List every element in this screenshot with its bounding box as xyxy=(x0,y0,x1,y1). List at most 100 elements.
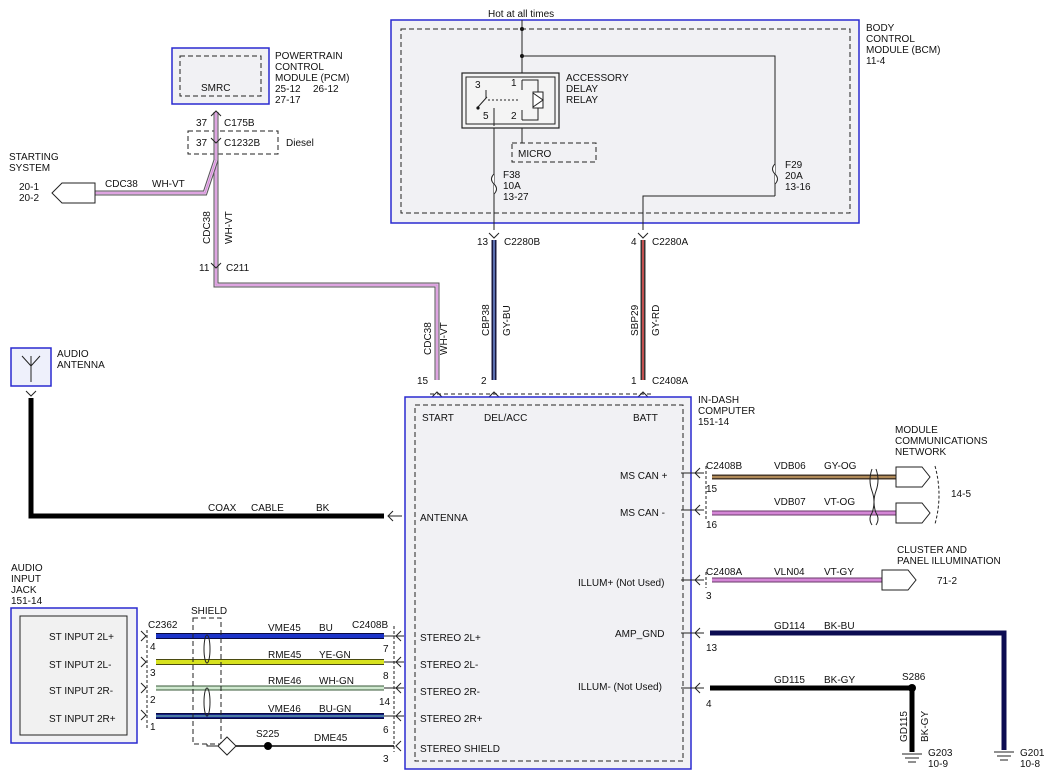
wire-sbp29: 4 C2280A SBP29 GY-RD xyxy=(630,232,688,380)
c211-pin: 11 xyxy=(199,263,210,274)
pcm-pin-37: 37 xyxy=(196,118,208,129)
g203-label: G203 xyxy=(928,748,953,759)
pcm-inner-label: SMRC xyxy=(201,83,230,94)
starting-ref-1: 20-1 xyxy=(19,182,39,193)
relay-title-3: RELAY xyxy=(566,95,598,106)
cdc38-horizontal-label: CDC38 xyxy=(105,179,138,190)
jack-title-1: AUDIO xyxy=(11,563,43,574)
stereo-pin-14: 14 xyxy=(379,697,391,708)
s225-label: S225 xyxy=(256,729,280,740)
f29-ref: 13-16 xyxy=(785,182,811,193)
fuse-f38 xyxy=(491,173,497,195)
coax-color-label: BK xyxy=(316,503,330,514)
sbp29-label: SBP29 xyxy=(630,304,641,336)
rme45-label: RME45 xyxy=(268,650,302,661)
relay-pin-5: 5 xyxy=(483,111,489,122)
c2408b-conn: C2408B xyxy=(706,461,742,472)
vdb07-label: VDB07 xyxy=(774,497,806,508)
c2362-conn: C2362 xyxy=(148,620,178,631)
pin-stereo-2lm: STEREO 2L- xyxy=(420,660,478,671)
audio-input-jack: AUDIO INPUT JACK 151-14 ST INPUT 2L+ ST … xyxy=(10,563,178,744)
bugn-label: BU-GN xyxy=(319,704,351,715)
gd115-vertical-label: GD115 xyxy=(899,711,910,742)
jack-row-2lp: ST INPUT 2L+ xyxy=(49,632,114,643)
pin-illum-minus: ILLUM- (Not Used) xyxy=(578,682,662,693)
hot-at-all-times-label: Hot at all times xyxy=(488,9,554,20)
ground-g201-icon xyxy=(994,751,1014,761)
vme46-label: VME46 xyxy=(268,704,301,715)
pin-start: START xyxy=(422,413,454,424)
starting-ref-2: 20-2 xyxy=(19,193,39,204)
bcm-ref: 11-4 xyxy=(866,56,886,67)
pin-batt: BATT xyxy=(633,413,658,424)
dme45-label: DME45 xyxy=(314,733,348,744)
relay-pin-2: 2 xyxy=(511,111,517,122)
start-pin-15: 15 xyxy=(417,376,429,387)
whvt-horizontal-label: WH-VT xyxy=(152,179,185,190)
s286-label: S286 xyxy=(902,672,926,683)
c2408b-stereo-conn: C2408B xyxy=(352,620,388,631)
jack-title-3: JACK xyxy=(11,585,37,596)
micro-label: MICRO xyxy=(518,149,552,160)
cluster-illumination: CLUSTER AND PANEL ILLUMINATION 71-2 C240… xyxy=(681,545,1001,602)
c2280b-pin: 13 xyxy=(477,237,489,248)
c2408a-top-conn: C2408A xyxy=(652,376,688,387)
accessory-delay-relay: 3 1 5 2 xyxy=(461,72,560,129)
cluster-ref: 71-2 xyxy=(937,576,957,587)
gyrd-label: GY-RD xyxy=(651,305,662,336)
splice-s225 xyxy=(264,742,272,750)
antenna-title-2: ANTENNA xyxy=(57,360,105,371)
cluster-title-2: PANEL ILLUMINATION xyxy=(897,556,1001,567)
starting-title-2: SYSTEM xyxy=(9,163,50,174)
antenna-title-1: AUDIO xyxy=(57,349,89,360)
bcm-module: BODY CONTROL MODULE (BCM) 11-4 Hot at al… xyxy=(390,9,940,230)
batt-pin-1: 1 xyxy=(631,376,637,387)
bkgy-vertical-label: BK-GY xyxy=(920,711,931,742)
jack-title-2: INPUT xyxy=(11,574,41,585)
stereo-pin-6: 6 xyxy=(383,725,389,736)
amp-gnd-pin: 13 xyxy=(706,643,718,654)
bu-label: BU xyxy=(319,623,333,634)
jack-row-2rp: ST INPUT 2R+ xyxy=(49,714,116,725)
g201-label: G201 xyxy=(1020,748,1045,759)
vtgy-label: VT-GY xyxy=(824,567,854,578)
jack-pin-3: 3 xyxy=(150,668,156,679)
c2280b-conn: C2280B xyxy=(504,237,540,248)
rme46-label: RME46 xyxy=(268,676,302,687)
pcm-title-2: CONTROL xyxy=(275,62,324,73)
whgn-label: WH-GN xyxy=(319,676,354,687)
jack-pin-2: 2 xyxy=(150,695,156,706)
pin-antenna: ANTENNA xyxy=(420,513,468,524)
network-ref: 14-5 xyxy=(951,489,971,500)
f29-name: F29 xyxy=(785,160,803,171)
pcm-ref-3: 27-17 xyxy=(275,95,301,106)
in-dash-computer: IN-DASH COMPUTER 151-14 START DEL/ACC BA… xyxy=(404,395,755,770)
vme45-label: VME45 xyxy=(268,623,301,634)
relay-pin-1: 1 xyxy=(511,78,517,89)
jack-pin-1: 1 xyxy=(150,722,156,733)
f38-rating: 10A xyxy=(503,181,521,192)
cbp38-label: CBP38 xyxy=(481,304,492,336)
cluster-pin: 3 xyxy=(706,591,712,602)
coax-label: COAX xyxy=(208,503,237,514)
whvt-vertical-label: WH-VT xyxy=(224,211,235,244)
stereo-wires: VME45 BU C2408B RME45 YE-GN RME46 WH-GN … xyxy=(156,606,404,765)
pin-delacc: DEL/ACC xyxy=(484,413,527,424)
stereo-pin-7: 7 xyxy=(383,644,389,655)
pin-stereo-2lp: STEREO 2L+ xyxy=(420,633,481,644)
computer-title-2: COMPUTER xyxy=(698,406,755,417)
g203-ref: 10-9 xyxy=(928,759,948,770)
stereo-pin-3: 3 xyxy=(383,754,389,765)
bus-junction xyxy=(520,27,524,31)
cdc38-lower-label: CDC38 xyxy=(423,322,434,355)
jack-row-2lm: ST INPUT 2L- xyxy=(49,660,111,671)
computer-title-3: 151-14 xyxy=(698,417,730,428)
jack-row-2rm: ST INPUT 2R- xyxy=(49,686,113,697)
wire-cdc38: CDC38 WH-VT CDC38 WH-VT CDC38 WH-VT xyxy=(95,110,450,380)
cdc38-vertical-label: CDC38 xyxy=(202,211,213,244)
network-title-3: NETWORK xyxy=(895,447,946,458)
whvt-lower-label: WH-VT xyxy=(439,322,450,355)
vln04-label: VLN04 xyxy=(774,567,805,578)
pcm-title-3: MODULE (PCM) xyxy=(275,73,349,84)
cable-label: CABLE xyxy=(251,503,284,514)
